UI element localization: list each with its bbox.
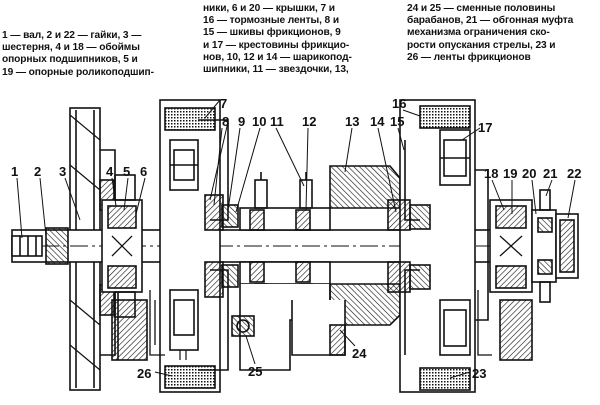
caption-line: шипники, 11 — звездочки, 13, (203, 63, 349, 75)
callout-21: 21 (543, 166, 557, 181)
caption-column-2: ники, 6 и 20 — крышки, 7 и 16 — тормозны… (203, 3, 352, 76)
callout-13: 13 (345, 114, 359, 129)
callout-24: 24 (352, 346, 367, 361)
callout-10: 10 (252, 114, 266, 129)
callout-25: 25 (248, 364, 262, 379)
callout-6: 6 (140, 164, 147, 179)
callout-4: 4 (106, 164, 114, 179)
callout-22: 22 (567, 166, 581, 181)
callout-19: 19 (503, 166, 517, 181)
central-sprockets (231, 172, 331, 371)
caption-line: и 17 — крестовины фрикцио- (203, 39, 350, 51)
callout-12: 12 (302, 114, 316, 129)
caption-column-1: 1 — вал, 2 и 22 — гайки, 3 — шестерня, 4… (2, 30, 154, 79)
caption-line: 24 и 25 — сменные половины (407, 3, 556, 14)
right-friction-drum (387, 99, 492, 393)
drum-halves (291, 165, 401, 356)
caption-line: 26 — ленты фрикционов (407, 51, 531, 63)
callout-labels: 1 2 3 4 5 6 7 8 9 10 11 12 13 14 15 16 1… (11, 96, 581, 381)
callout-11: 11 (270, 114, 284, 129)
callout-26: 26 (137, 366, 151, 381)
callout-8: 8 (222, 114, 229, 129)
caption-column-3: 24 и 25 — сменные половины барабанов, 21… (407, 3, 573, 64)
caption-line: опорных подшипников, 5 и (2, 54, 138, 66)
callout-20: 20 (522, 166, 536, 181)
caption-line: ники, 6 и 20 — крышки, 7 и (203, 3, 335, 14)
callout-23: 23 (472, 366, 486, 381)
callout-18: 18 (484, 166, 498, 181)
caption-line: 1 — вал, 2 и 22 — гайки, 3 — (2, 30, 142, 41)
right-bearing-clutch (489, 189, 579, 361)
callout-7: 7 (220, 96, 227, 111)
callout-9: 9 (238, 114, 245, 129)
callout-1: 1 (11, 164, 18, 179)
caption-line: шестерня, 4 и 18 — обоймы (2, 42, 140, 54)
caption-line: барабанов, 21 — обгонная муфта (407, 15, 574, 27)
caption-line: 16 — тормозные ленты, 8 и (203, 15, 340, 27)
callout-17: 17 (478, 120, 492, 135)
caption-line: 15 — шкивы фрикционов, 9 (203, 27, 341, 39)
callout-15: 15 (390, 114, 404, 129)
left-bearing-housing (101, 174, 148, 361)
callout-14: 14 (370, 114, 385, 129)
callout-2: 2 (34, 164, 41, 179)
callout-5: 5 (123, 164, 130, 179)
left-friction-drum (149, 99, 239, 393)
caption-line: рости опускания стрелы, 23 и (407, 39, 556, 51)
caption-line: механизма ограничения ско- (407, 27, 550, 39)
caption-line: нов, 10, 12 и 14 — шарикопод- (203, 51, 352, 63)
caption-line: 19 — опорные роликоподшип- (2, 66, 154, 78)
callout-16: 16 (392, 96, 406, 111)
callout-3: 3 (59, 164, 66, 179)
